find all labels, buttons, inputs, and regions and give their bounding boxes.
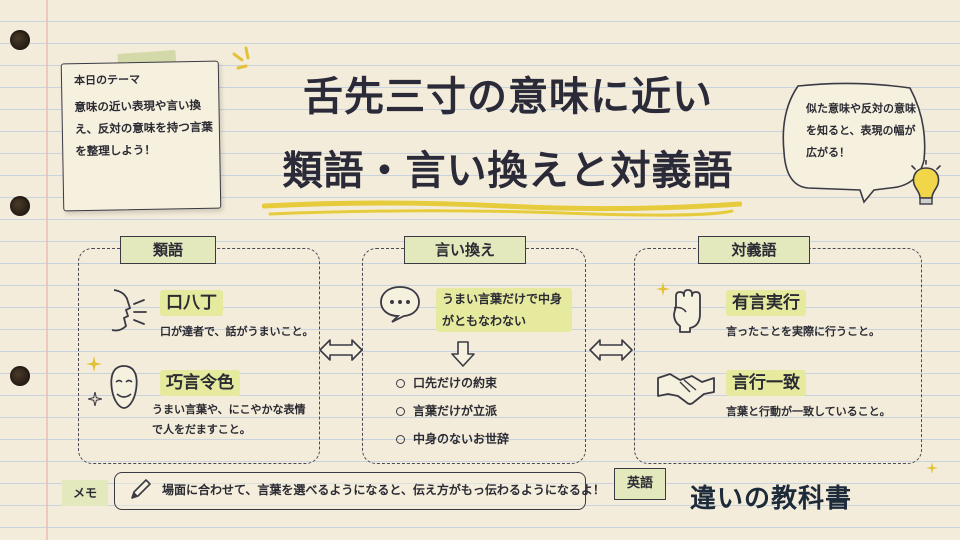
paraphrase-label: 言い換え: [404, 236, 526, 264]
bullet-icon: [396, 435, 405, 444]
bullet-icon: [396, 407, 405, 416]
down-arrow-icon: [451, 341, 475, 367]
page-title-line1: 舌先三寸の意味に近い: [303, 73, 713, 120]
synonyms-label: 類語: [120, 236, 216, 264]
sticky-note-title: 本日のテーマ: [73, 73, 141, 88]
sparkle-icon: [232, 46, 250, 70]
sparkle-icon: [926, 462, 938, 474]
raised-fist-icon: [673, 289, 701, 333]
memo-box: [114, 472, 586, 510]
bullet-icon: [396, 379, 405, 388]
smiling-mask-icon: [110, 365, 138, 409]
handshake-icon: [657, 373, 715, 405]
term-kougenreishoku: 巧言令色: [160, 370, 240, 396]
term-genkouicchi-desc: 言葉と行動が一致していること。: [726, 405, 891, 418]
antonyms-label: 対義語: [698, 236, 810, 264]
memo-label: メモ: [62, 480, 108, 506]
term-yuugenjikkou: 有言実行: [726, 290, 806, 316]
paraphrase-item: 中身のないお世辞: [396, 430, 509, 447]
page-title-line2: 類語・言い換えと対義語: [282, 147, 734, 194]
theme-sticky-note: 本日のテーマ 意味の近い表現や言い換え、反対の意味を持つ言葉を整理しよう！: [60, 60, 222, 212]
term-genkouicchi: 言行一致: [726, 370, 806, 396]
paraphrase-highlight: うまい言葉だけで中身がともなわない: [436, 288, 572, 332]
term-kougenreishoku-desc: うまい言葉や、にこやかな表情で人をだますこと。: [152, 403, 306, 436]
speech-bubble: [782, 82, 926, 204]
sparkle-icon: [656, 282, 670, 296]
title-underline: [262, 200, 742, 217]
site-logo: 違いの教科書: [690, 484, 853, 514]
term-kuchihacchou-desc: 口が達者で、話がうまいこと。: [160, 325, 314, 338]
lightbulb-icon: [911, 160, 941, 205]
paraphrase-item: 口先だけの約束: [396, 374, 497, 391]
pencil-icon: [131, 479, 151, 499]
binder-hole: [10, 366, 30, 386]
double-arrow-icon: [589, 339, 633, 361]
sticky-note-body: 意味の近い表現や言い換え、反対の意味を持つ言葉を整理しよう！: [74, 97, 213, 159]
sparkle-icon: [86, 356, 102, 372]
term-kuchihacchou: 口八丁: [160, 290, 223, 316]
paraphrase-item: 言葉だけが立派: [396, 402, 497, 419]
english-label: 英語: [614, 468, 666, 500]
double-arrow-icon: [319, 339, 363, 361]
bubble-text: 似た意味や反対の意味を知ると、表現の幅が広がる！: [806, 102, 916, 159]
term-yuugenjikkou-desc: 言ったことを実際に行うこと。: [726, 325, 880, 338]
antonyms-section: [634, 248, 922, 464]
memo-text: 場面に合わせて、言葉を選べるようになると、伝え方がもっ伝わるようになるよ！: [162, 483, 605, 497]
speech-bubble-icon: [380, 286, 420, 323]
speaking-face-icon: [111, 289, 147, 332]
binder-hole: [10, 196, 30, 216]
notebook-margin-line: [46, 0, 48, 540]
binder-hole: [10, 30, 30, 50]
sparkle-icon: [88, 392, 102, 406]
